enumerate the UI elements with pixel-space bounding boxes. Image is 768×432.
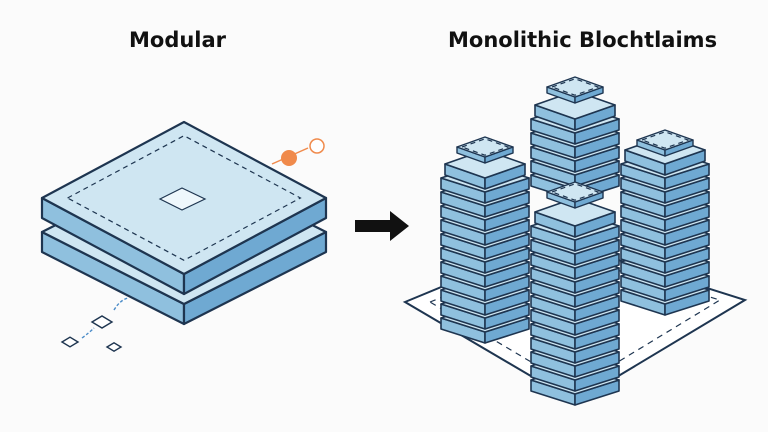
center-module-square: [158, 187, 207, 211]
slab-dashed-border: [550, 183, 600, 201]
tower-left: [440, 136, 530, 344]
small-arrow: [81, 327, 95, 339]
slab-dashed-border: [66, 134, 302, 262]
slab-top-face: [636, 129, 694, 151]
tower-slab: [534, 90, 616, 131]
modular-title: Modular: [129, 28, 227, 52]
small-module-3: [105, 341, 123, 353]
slab-top-face: [546, 181, 604, 203]
small-module-2: [90, 315, 114, 329]
small-module-1: [60, 336, 80, 348]
slab-dashed-border: [460, 138, 510, 156]
orange-ring-icon: [309, 138, 325, 154]
slab-dashed-border: [550, 78, 600, 96]
orange-node-icon: [281, 150, 297, 166]
tower-back: [530, 76, 620, 201]
tower-cap: [546, 181, 604, 209]
slab-top-face: [546, 76, 604, 98]
monolithic-title: Monolithic Blochtlaims: [448, 28, 718, 52]
tower-cap: [546, 76, 604, 104]
tower-cap: [636, 129, 694, 157]
slab-top-face: [456, 136, 514, 158]
tower-right: [620, 129, 710, 316]
right-arrow-icon: [355, 211, 409, 241]
slab-dashed-border: [640, 131, 690, 149]
tower-slab: [444, 149, 526, 190]
tower-cap: [456, 136, 514, 164]
tower-front: [530, 181, 620, 406]
small-arrow: [113, 297, 129, 311]
tower-slab: [534, 197, 616, 238]
